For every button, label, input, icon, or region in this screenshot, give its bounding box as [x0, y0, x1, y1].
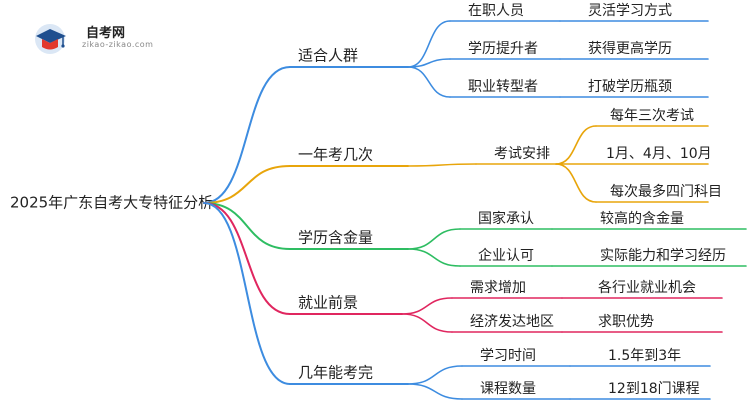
- branch-label[interactable]: 学历含金量: [298, 229, 373, 247]
- leaf-connector: [555, 125, 597, 165]
- branch-label[interactable]: 就业前景: [298, 294, 358, 312]
- leaf-label[interactable]: 1月、4月、10月: [606, 146, 712, 162]
- branch-label[interactable]: 适合人群: [298, 47, 358, 65]
- leaf-connector: [555, 163, 597, 203]
- item-label[interactable]: 学历提升者: [468, 41, 538, 57]
- item-connector: [407, 248, 461, 267]
- logo-domain: zikao-zikao.com: [82, 40, 154, 49]
- graduation-cap-icon: [35, 24, 66, 54]
- leaf-label[interactable]: 每次最多四门科目: [610, 183, 722, 200]
- item-label[interactable]: 学习时间: [480, 348, 536, 364]
- item-connector: [407, 20, 451, 68]
- leaf-label[interactable]: 12到18门课程: [608, 381, 700, 397]
- item-label[interactable]: 经济发达地区: [470, 314, 554, 330]
- item-connector: [407, 228, 461, 250]
- item-label[interactable]: 课程数量: [480, 381, 536, 397]
- leaf-label[interactable]: 获得更高学历: [588, 40, 672, 57]
- item-label[interactable]: 考试安排: [494, 146, 550, 162]
- leaf-label[interactable]: 打破学历瓶颈: [588, 78, 672, 95]
- branch-label[interactable]: 一年考几次: [298, 146, 373, 164]
- item-connector: [401, 297, 453, 315]
- branch-connector: [203, 202, 291, 385]
- leaf-label[interactable]: 每年三次考试: [610, 108, 694, 124]
- root-topic[interactable]: 2025年广东自考大专特征分析: [10, 194, 213, 212]
- branch-connector: [203, 202, 291, 250]
- leaf-label[interactable]: 实际能力和学习经历: [600, 248, 726, 264]
- item-label[interactable]: 在职人员: [468, 3, 524, 19]
- branch-connector: [203, 66, 291, 204]
- branch-label[interactable]: 几年能考完: [298, 364, 373, 382]
- item-connector: [407, 365, 463, 385]
- leaf-label[interactable]: 较高的含金量: [600, 210, 684, 227]
- leaf-label[interactable]: 1.5年到3年: [608, 348, 681, 364]
- item-connector: [407, 383, 463, 400]
- branch-connector: [203, 165, 291, 204]
- branch-connector: [203, 202, 291, 315]
- item-connector: [401, 313, 453, 333]
- leaf-label[interactable]: 各行业就业机会: [598, 280, 696, 296]
- item-label[interactable]: 国家承认: [478, 210, 534, 227]
- item-connector: [407, 66, 451, 98]
- item-label[interactable]: 企业认可: [478, 247, 534, 264]
- leaf-label[interactable]: 求职优势: [598, 314, 654, 330]
- logo-title: 自考网: [86, 26, 126, 41]
- site-logo[interactable]: 自考网 zikao-zikao.com: [14, 14, 154, 58]
- item-label[interactable]: 职业转型者: [468, 79, 538, 95]
- item-label[interactable]: 需求增加: [470, 280, 526, 296]
- item-connector: [407, 163, 477, 167]
- leaf-label[interactable]: 灵活学习方式: [588, 3, 672, 19]
